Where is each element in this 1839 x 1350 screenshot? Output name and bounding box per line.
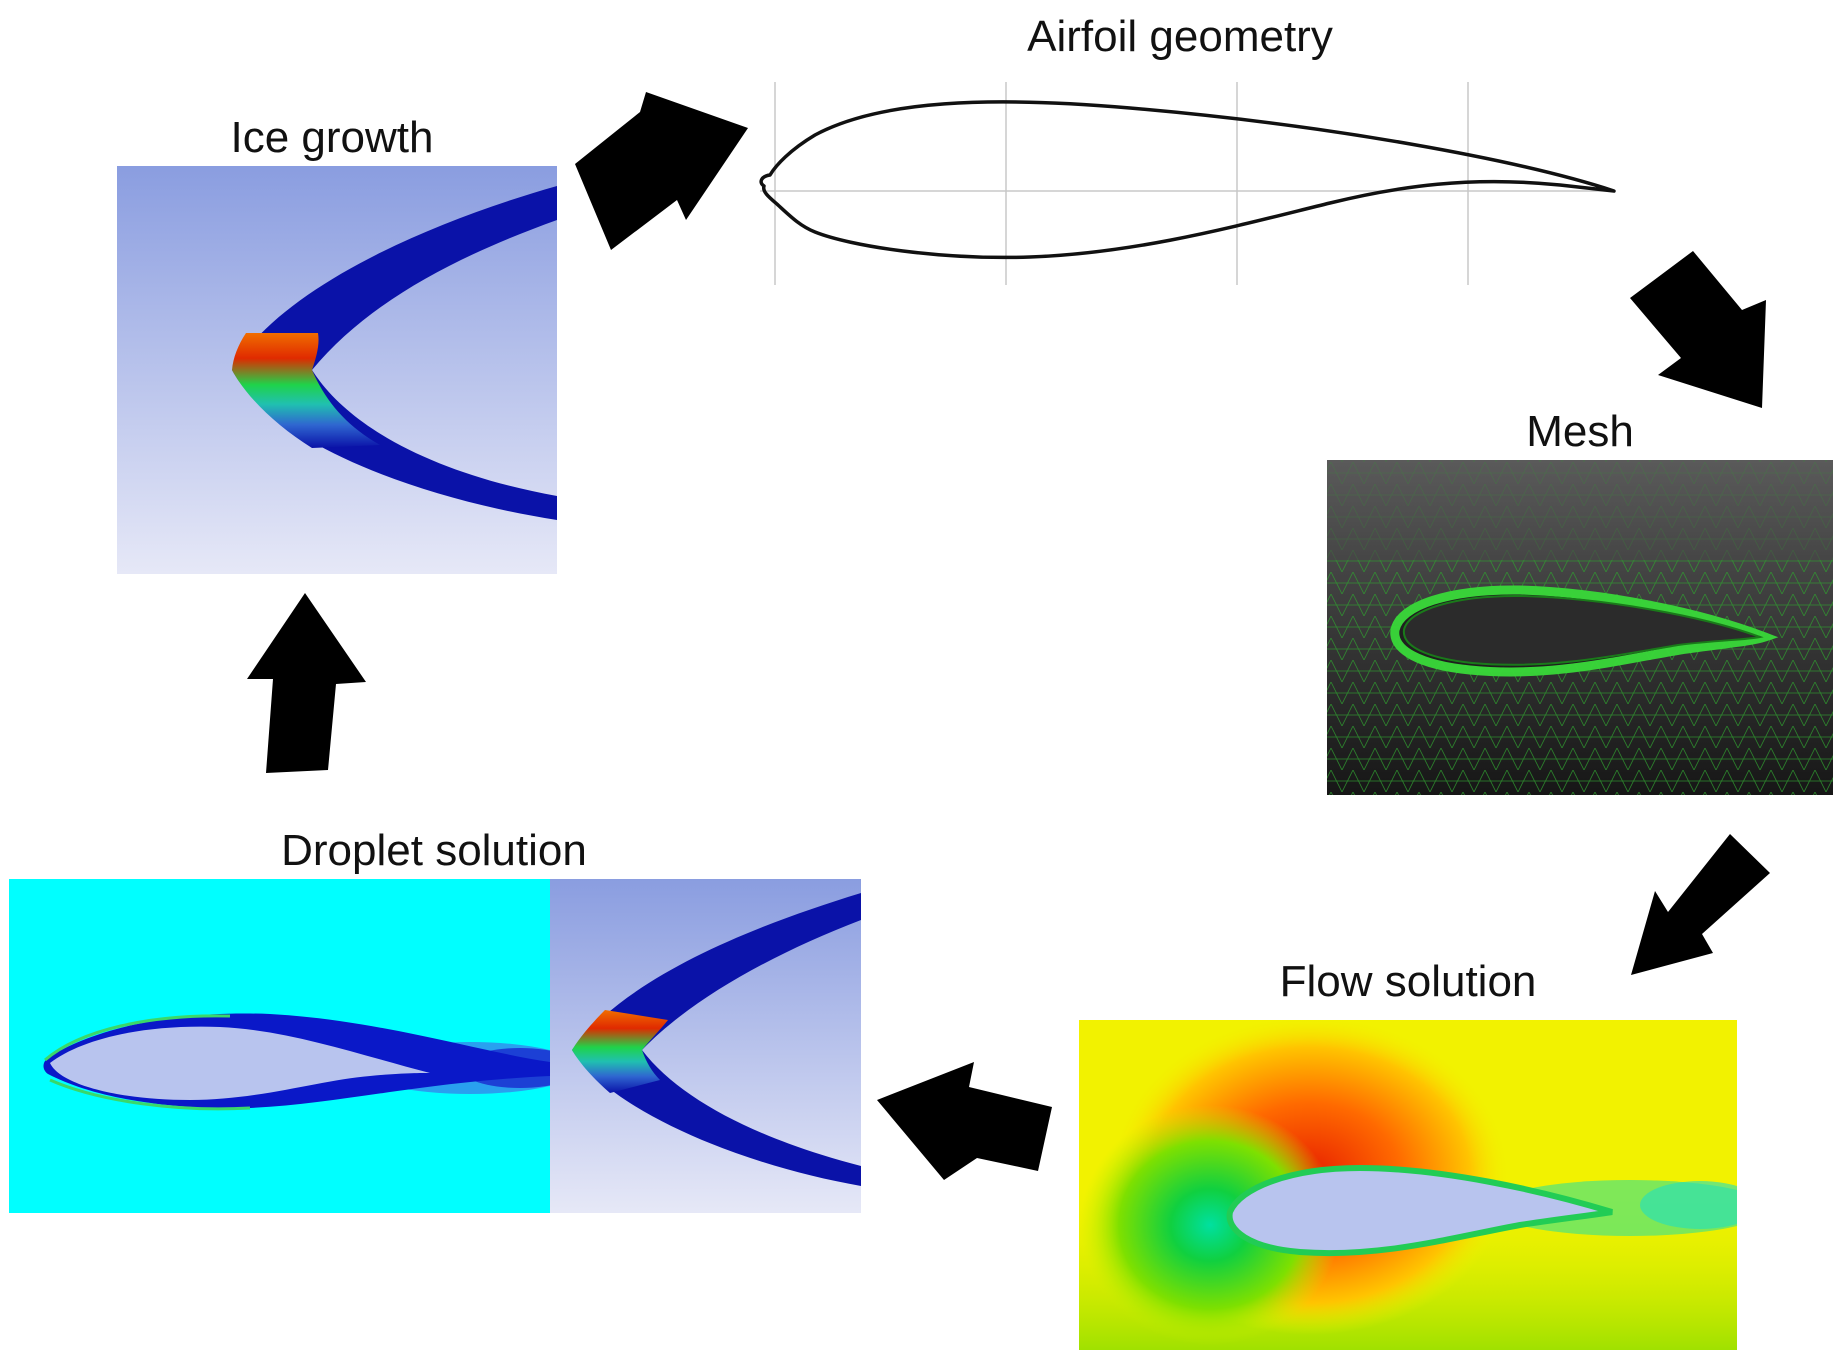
airfoil-outline	[759, 100, 1616, 260]
arrow-mesh-to-flow	[1631, 834, 1770, 975]
flow-solution-title: Flow solution	[1280, 957, 1537, 1006]
cycle-arrows	[247, 92, 1770, 1180]
ice-growth-title: Ice growth	[231, 113, 434, 162]
arrow-droplet-to-ice	[247, 593, 366, 773]
airfoil-grid-lines	[760, 82, 1614, 285]
ice-growth-step: Ice growth	[117, 113, 557, 574]
mesh-image	[1327, 460, 1833, 795]
airfoil-geometry-plot	[759, 82, 1616, 285]
flow-airfoil-surface	[1226, 1164, 1613, 1257]
airfoil-geometry-step: Airfoil geometry	[759, 12, 1616, 285]
arrow-airfoil-to-mesh	[1630, 251, 1766, 408]
airfoil-geometry-title: Airfoil geometry	[1027, 12, 1333, 61]
flow-solution-image	[1079, 1020, 1737, 1350]
droplet-closeup-impingement	[572, 1010, 668, 1093]
droplet-airfoil-surface	[50, 1026, 430, 1100]
droplet-collection-closeup	[550, 879, 861, 1213]
droplet-collection-field	[9, 879, 550, 1213]
mesh-title: Mesh	[1526, 407, 1634, 456]
droplet-solution-step: Droplet solution	[9, 826, 861, 1213]
ice-accretion-zone	[232, 333, 380, 448]
arrow-flow-to-droplet	[877, 1062, 1052, 1180]
droplet-solution-title: Droplet solution	[281, 826, 587, 875]
arrow-ice-to-airfoil	[575, 92, 748, 250]
flow-solution-step: Flow solution	[1079, 957, 1737, 1350]
mesh-step: Mesh	[1327, 407, 1833, 795]
ice-growth-image	[117, 166, 557, 574]
